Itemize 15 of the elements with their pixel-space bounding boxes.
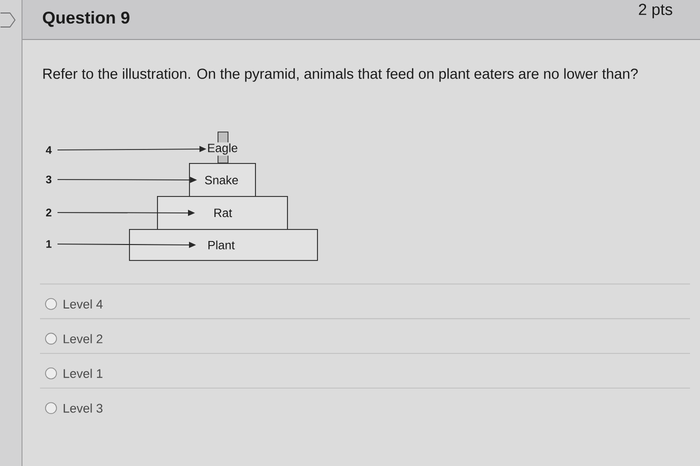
option-label: Level 2 xyxy=(64,334,102,344)
question-title: Question 9 xyxy=(42,11,130,27)
pyramid-tier: Snake xyxy=(189,163,256,197)
level-number: 2 xyxy=(46,208,52,216)
question-text: Refer to the illustration. On the pyramid, animals that feed on plant eaters are no lower than? xyxy=(43,68,638,82)
level-number: 1 xyxy=(46,240,52,248)
option-label: Level 3 xyxy=(64,404,102,413)
points-label: 2 pts xyxy=(638,4,672,18)
pyramid-tier: Plant xyxy=(129,229,318,261)
level-label: Eagle xyxy=(206,142,238,156)
option-label: Level 1 xyxy=(64,368,102,378)
pyramid-tier: Rat xyxy=(157,196,288,230)
option-label: Level 4 xyxy=(64,299,103,309)
level-number: 3 xyxy=(46,176,52,184)
level-number: 4 xyxy=(46,146,52,154)
